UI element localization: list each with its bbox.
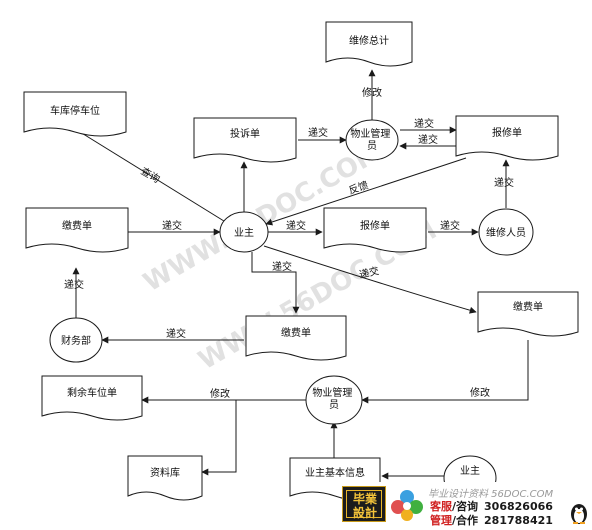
edge-label-submit-manager: 递交 [414, 117, 434, 130]
node-payment-form-left: 缴费单 [25, 207, 129, 253]
node-repair-form-mid: 报修单 [323, 207, 427, 253]
svg-text:缴费单: 缴费单 [62, 219, 92, 232]
svg-text:物业管理 员: 物业管理 员 [312, 386, 355, 411]
svg-text:资料库: 资料库 [150, 466, 180, 479]
node-finance-dept: 财务部 [49, 317, 103, 363]
edge-label-modify-right: 修改 [470, 386, 490, 399]
edge-label-submit-repair-mid: 递交 [440, 219, 460, 232]
site-logo: 毕業 設計 [342, 486, 386, 522]
node-property-manager-bottom: 物业管理 员 [305, 375, 363, 425]
svg-text:维修总计: 维修总计 [349, 34, 389, 47]
node-repairman: 维修人员 [478, 208, 534, 256]
manage-rest: /合作 [452, 514, 479, 527]
edge-label-submit-finance: 递交 [64, 278, 84, 291]
svg-text:财务部: 财务部 [61, 334, 91, 347]
node-payment-form-center: 缴费单 [245, 315, 347, 361]
site-name: 毕业设计资料 56DOC.COM [428, 489, 554, 500]
property-manager-top-line2: 员 [367, 140, 377, 152]
manage-key: 管理 [430, 514, 452, 527]
logo-line2: 設計 [353, 505, 377, 520]
svg-text:剩余车位单: 剩余车位单 [67, 386, 117, 399]
manage-row: 管理/合作 281788421 [430, 512, 553, 528]
property-manager-top-line1: 物业管理 [350, 127, 390, 140]
edge-payment-right-to-manager [361, 340, 529, 404]
node-repair-form-top: 报修单 [455, 115, 559, 161]
svg-text:车库停车位: 车库停车位 [50, 104, 100, 117]
service-key: 客服 [430, 500, 452, 513]
property-manager-bottom-line1: 物业管理 [312, 386, 352, 399]
node-complaint-form: 投诉单 [193, 117, 297, 163]
service-rest: /咨询 [452, 500, 479, 513]
edge-label-submit-repairman: 递交 [494, 176, 514, 189]
edge-label-submit-owner-repair: 递交 [286, 219, 306, 232]
svg-text:报修单: 报修单 [492, 126, 522, 139]
edge-label-submit-repair: 递交 [418, 133, 438, 146]
svg-text:业主: 业主 [460, 465, 480, 477]
site-logo-text: 毕業 設計 [353, 491, 378, 520]
edge-label-submit-payment-left: 递交 [162, 219, 182, 232]
edge-label-submit-payment-center: 递交 [166, 327, 186, 340]
svg-text:报修单: 报修单 [360, 219, 390, 232]
node-payment-form-right: 缴费单 [477, 291, 579, 337]
node-repair-stats: 维修总计 [325, 21, 413, 67]
svg-text:缴费单: 缴费单 [513, 300, 543, 313]
svg-text:物业管理 员: 物业管理 员 [350, 127, 393, 152]
site-logo-frame [346, 490, 382, 518]
node-garage-space: 车库停车位 [23, 91, 127, 137]
service-row: 客服/咨询 306826066 [430, 498, 553, 514]
edge-label-modify-left: 修改 [210, 387, 230, 400]
edge-label-submit-owner-payment: 递交 [272, 260, 292, 273]
node-property-manager-top: 物业管理 员 [345, 119, 399, 161]
property-manager-bottom-line2: 员 [329, 399, 339, 411]
node-remaining-spaces: 剩余车位单 [41, 375, 143, 421]
penguin-icon [571, 504, 587, 524]
flower-icon [391, 490, 423, 521]
logo-line1: 毕業 [353, 491, 378, 506]
svg-text:投诉单: 投诉单 [230, 127, 260, 140]
edge-owner-to-payment-center [251, 252, 300, 314]
edge-garage-to-owner [79, 131, 233, 227]
svg-text:缴费单: 缴费单 [281, 326, 311, 339]
edge-label-modify-top: 修改 [362, 86, 382, 99]
service-number: 306826066 [484, 500, 553, 513]
footer-watermark-banner: 毕業 設計 毕业设计资料 56DOC.COM 客服/咨询 306826066 管理… [342, 482, 592, 528]
edge-label-submit-payment-right: 递交 [358, 264, 380, 281]
node-archive: 资料库 [127, 455, 203, 501]
edge-label-query: 查询 [139, 164, 163, 185]
edge-manager-to-archive [201, 400, 237, 476]
node-owner: 业主 [219, 211, 269, 253]
edge-owner-to-payment-right [263, 245, 477, 314]
svg-text:业主基本信息: 业主基本信息 [305, 466, 365, 479]
svg-text:维修人员: 维修人员 [486, 226, 526, 239]
edge-label-submit-complaint: 递交 [308, 126, 328, 139]
svg-text:业主: 业主 [234, 227, 254, 239]
manage-number: 281788421 [484, 514, 553, 527]
edge-repair-form-to-owner [265, 157, 467, 226]
